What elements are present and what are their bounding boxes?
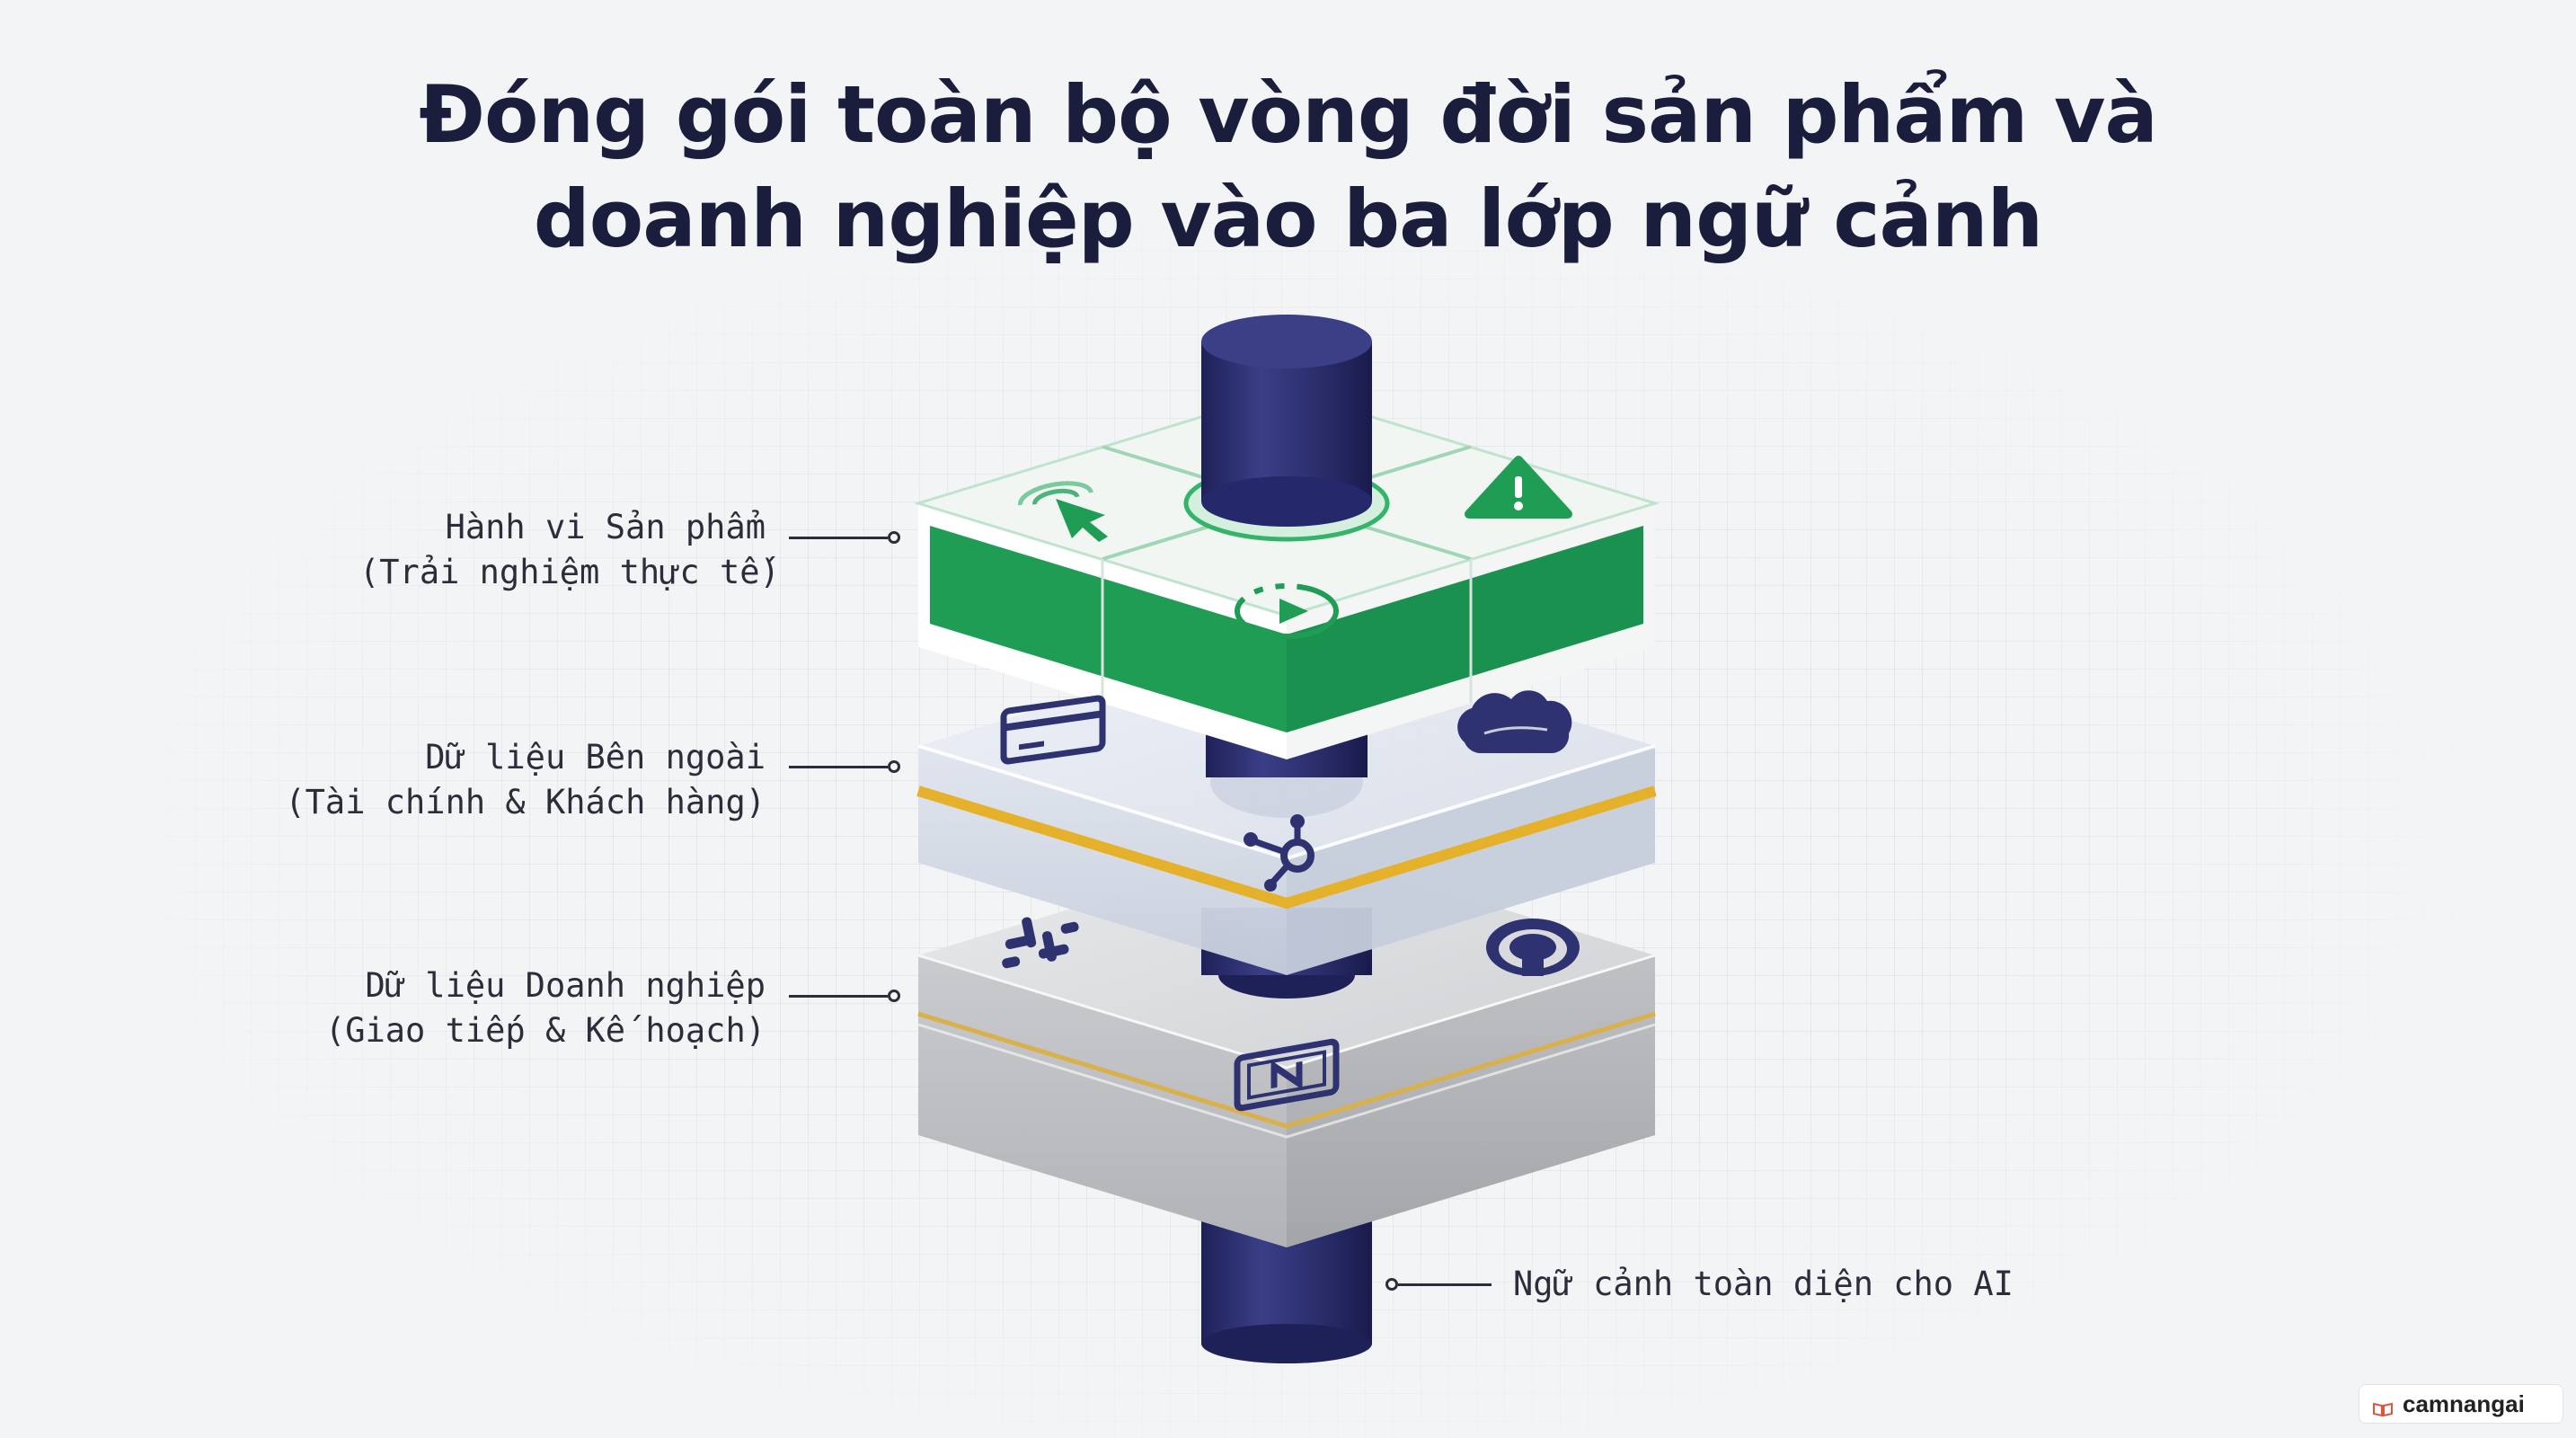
hubspot-icon [1244,814,1315,892]
connector-dot-1 [888,531,900,544]
title-line-2: doanh nghiệp vào ba lớp ngữ cảnh [533,173,2043,265]
connector-line-ai [1398,1283,1492,1286]
notion-icon [1234,1038,1340,1112]
book-icon [2372,1396,2394,1417]
connector-line-3 [789,995,888,998]
label-ai-context: Ngữ cảnh toàn diện cho AI [1513,1265,2014,1303]
label-enterprise-data: Dữ liệu Doanh nghiệp (Giao tiếp & Kế hoạ… [324,966,766,1050]
watermark-badge: camnangai [2359,1384,2563,1424]
connector-line-1 [789,537,888,539]
salesforce-cloud-icon [1457,690,1572,753]
cursor-click-icon [1018,481,1108,542]
label-external-data: Dữ liệu Bên ngoài (Tài chính & Khách hàn… [285,738,766,821]
slack-icon [1002,917,1079,969]
title-line-1: Đóng gói toàn bộ vòng đời sản phẩm và [419,68,2158,161]
label-product-behavior: Hành vi Sản phẩm (Trải nghiệm thực tế) [359,508,780,591]
connector-dot-3 [888,990,900,1002]
github-icon [1486,919,1580,976]
play-circle-icon [1235,583,1339,639]
connector-line-2 [789,766,888,768]
page-title: Đóng gói toàn bộ vòng đời sản phẩm và do… [0,63,2576,271]
credit-card-icon [1000,695,1106,765]
watermark-text: camnangai [2403,1389,2525,1417]
warning-icon [1465,456,1572,519]
connector-dot-ai [1385,1278,1398,1291]
core-cylinder-top [1201,315,1372,527]
connector-dot-2 [888,760,900,773]
